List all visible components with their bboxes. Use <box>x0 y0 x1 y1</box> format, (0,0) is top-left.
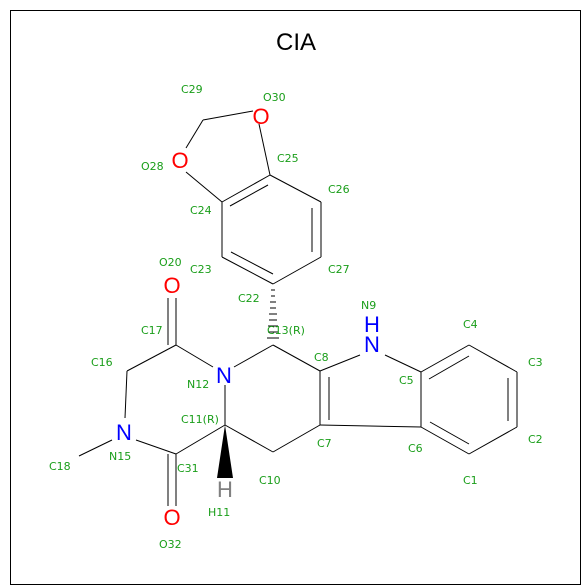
label-C23: C23 <box>190 263 212 276</box>
bond-C29-O28 <box>185 119 204 149</box>
bond-C8-N9 <box>319 354 361 372</box>
label-C5: C5 <box>399 374 414 387</box>
atom-O28: O <box>171 148 188 173</box>
label-C24: C24 <box>190 204 212 217</box>
bond-C17-C16 <box>126 344 177 372</box>
label-O32: O32 <box>159 538 182 551</box>
label-C10: C10 <box>259 474 281 487</box>
label-C4: C4 <box>463 318 478 331</box>
bond-C25-C24-in <box>229 184 269 207</box>
label-C17: C17 <box>141 324 163 337</box>
atom-O30: O <box>252 104 269 129</box>
bond-C1-C6 <box>420 426 470 455</box>
label-C13: C13(R) <box>267 324 305 337</box>
label-C2: C2 <box>528 433 543 446</box>
bond-C25-C26 <box>269 174 322 203</box>
bond-C31-C11 <box>175 424 226 455</box>
atom-N9: N <box>364 332 380 357</box>
label-C16: C16 <box>91 356 113 369</box>
label-N9: N9 <box>361 299 376 312</box>
label-C3: C3 <box>528 356 543 369</box>
label-C18: C18 <box>49 460 71 473</box>
bond-C13-N12 <box>233 344 274 368</box>
label-C6: C6 <box>408 442 423 455</box>
label-N15: N15 <box>109 450 131 463</box>
bond-C10-C11 <box>224 424 274 453</box>
atom-N12: N <box>216 363 232 388</box>
bond-C22-C23 <box>221 256 274 285</box>
label-N12: N12 <box>187 378 209 391</box>
bond-N12-C17 <box>175 344 214 368</box>
atom-H9: H <box>364 312 380 337</box>
bond-O30-C25 <box>258 123 271 176</box>
atom-O20: O <box>163 273 180 298</box>
bond-C29-O30 <box>202 110 254 121</box>
label-C25: C25 <box>277 152 299 165</box>
bond-C16-N15 <box>124 370 128 419</box>
atom-index-labels: C29 O30 C25 O28 C26 C24 O20 C23 C27 C22 … <box>49 83 543 551</box>
label-C7: C7 <box>317 437 332 450</box>
diagram-title: CIA <box>276 29 316 56</box>
label-C8: C8 <box>314 351 329 364</box>
bond-O28-C24 <box>185 171 223 203</box>
label-C11: C11(R) <box>181 413 219 426</box>
diagram-frame <box>10 10 581 585</box>
bond-N9-C5 <box>384 354 422 373</box>
bond-C11-H11-wedge <box>217 425 233 478</box>
bond-C1-C6-in <box>429 421 470 445</box>
label-C29: C29 <box>181 83 203 96</box>
label-C26: C26 <box>328 183 350 196</box>
label-C31: C31 <box>177 462 199 475</box>
bond-C2-C1 <box>468 426 518 455</box>
bond-C13-C8 <box>272 344 321 372</box>
bond-C13-C22-hashed <box>267 289 279 339</box>
label-C22: C22 <box>238 292 260 305</box>
label-C1: C1 <box>463 474 478 487</box>
bond-C7-C10 <box>272 424 321 453</box>
bond-C27-C22 <box>272 256 322 285</box>
bond-C4-C3 <box>468 344 518 373</box>
bonds <box>78 110 518 506</box>
bond-C22-C23-in <box>230 251 274 275</box>
label-H11: H11 <box>208 506 230 519</box>
label-O30: O30 <box>263 91 286 104</box>
bond-C5-C4-in <box>428 355 470 380</box>
bond-N15-C18 <box>78 439 113 457</box>
bond-N15-C31 <box>135 439 177 455</box>
label-O20: O20 <box>159 256 182 269</box>
atom-H11: H <box>217 477 233 502</box>
bond-C5-C4 <box>420 344 470 373</box>
atom-O32: O <box>163 505 180 530</box>
bond-C6-C7 <box>319 424 422 428</box>
atom-symbols: O O O O H N N N H <box>116 104 380 530</box>
atom-N15: N <box>116 420 132 445</box>
label-O28: O28 <box>141 160 164 173</box>
label-C27: C27 <box>328 263 350 276</box>
bond-C25-C24 <box>221 174 271 203</box>
